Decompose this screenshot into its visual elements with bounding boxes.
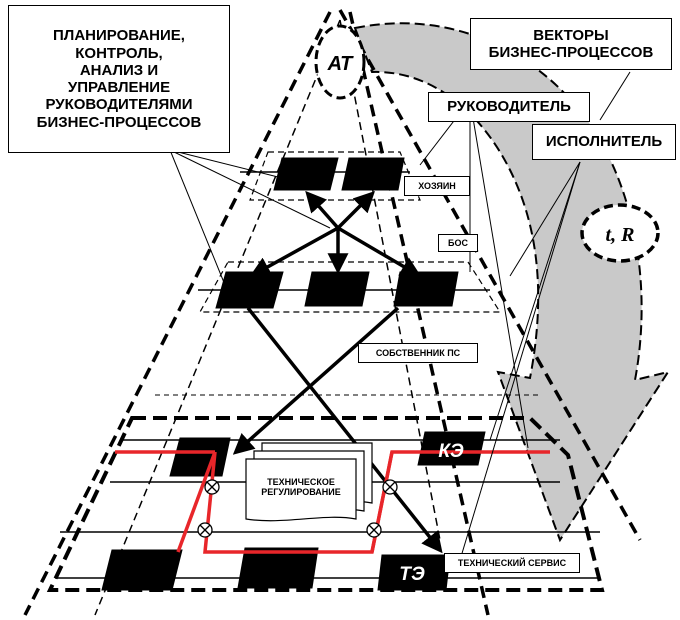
executor-label: ИСПОЛНИТЕЛЬ <box>532 124 676 160</box>
top-plane <box>240 151 421 201</box>
tr-oval <box>580 203 660 263</box>
circuit-nodes <box>197 479 398 538</box>
at-label: АТ <box>327 53 354 75</box>
manager-label: РУКОВОДИТЕЛЬ <box>428 92 590 122</box>
document-stack <box>245 442 373 522</box>
tech-service-label: ТЕХНИЧЕСКИЙ СЕРВИС <box>444 553 580 573</box>
hierarchy-arrows <box>232 190 443 554</box>
owner-label: ХОЗЯИН <box>404 176 470 196</box>
tech-regulation-label: ТЕХНИЧЕСКОЕ РЕГУЛИРОВАНИЕ <box>261 476 341 497</box>
te-label: ТЭ <box>399 564 425 585</box>
red-circuit <box>115 450 550 554</box>
bos-label: БОС <box>438 234 478 252</box>
tr-label: t, R <box>606 224 635 246</box>
at-oval <box>314 24 366 100</box>
pyramid-outline <box>23 9 642 616</box>
ps-owner-label: СОБСТВЕННИК ПС <box>358 343 478 363</box>
bottom-plane <box>46 394 605 592</box>
vectors-label: ВЕКТОРЫ БИЗНЕС-ПРОЦЕССОВ <box>470 18 672 70</box>
middle-plane <box>198 261 502 313</box>
planning-label: ПЛАНИРОВАНИЕ, КОНТРОЛЬ, АНАЛИЗ И УПРАВЛЕ… <box>8 5 230 153</box>
ke-label: КЭ <box>438 441 464 462</box>
pyramid-inner-lines <box>94 19 441 616</box>
callout-lines <box>169 71 631 561</box>
